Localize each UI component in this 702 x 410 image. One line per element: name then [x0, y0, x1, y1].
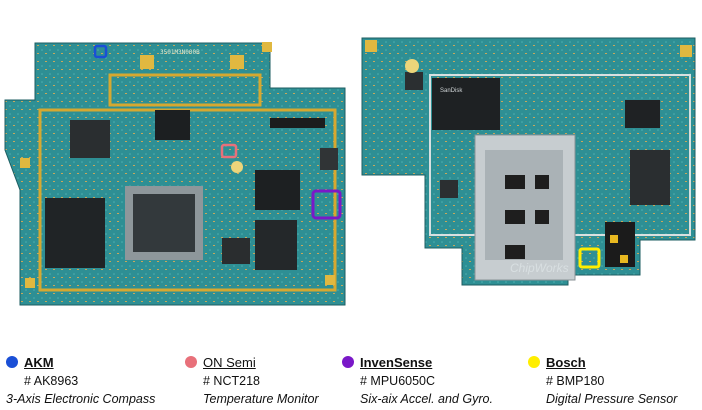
sandisk-marking: SanDisk: [440, 88, 463, 94]
circuit-board-photo: 3501M3N000B SanDisk ChipWorks: [4, 37, 696, 306]
legend-description: 3-Axis Electronic Compass: [6, 392, 156, 406]
watermark: ChipWorks: [510, 261, 569, 275]
pink-dot-icon: [185, 356, 197, 368]
invensense-marker: [311, 189, 342, 220]
purple-dot-icon: [342, 356, 354, 368]
legend-part: # MPU6050C: [360, 374, 436, 388]
legend-description: Digital Pressure Sensor: [546, 392, 678, 406]
legend-company: InvenSense: [360, 354, 433, 370]
legend-item-bosch: Bosch # BMP180 Digital Pressure Sensor: [528, 353, 698, 406]
legend-company: ON Semi: [203, 354, 256, 370]
legend-company: Bosch: [546, 354, 586, 370]
legend-item-akm: AKM # AK8963 3-Axis Electronic Compass: [6, 353, 176, 406]
blue-dot-icon: [6, 356, 18, 368]
legend-part: # NCT218: [203, 374, 260, 388]
legend-description: Temperature Monitor: [203, 392, 319, 406]
akm-marker: [93, 44, 108, 59]
legend-item-invensense: InvenSense # MPU6050C Six-aix Accel. and…: [342, 353, 512, 406]
right-board: SanDisk ChipWorks: [361, 37, 696, 286]
legend-description: Six-aix Accel. and Gyro.: [360, 392, 493, 406]
bosch-marker: [578, 247, 601, 269]
legend-part: # BMP180: [546, 374, 605, 388]
legend-company: AKM: [24, 354, 54, 370]
legend-part: # AK8963: [24, 374, 79, 388]
yellow-dot-icon: [528, 356, 540, 368]
board-marking: 3501M3N000B: [160, 49, 200, 56]
legend-item-on-semi: ON Semi # NCT218 Temperature Monitor: [185, 353, 355, 406]
left-board: 3501M3N000B: [4, 42, 346, 306]
on-semi-marker: [220, 143, 238, 159]
